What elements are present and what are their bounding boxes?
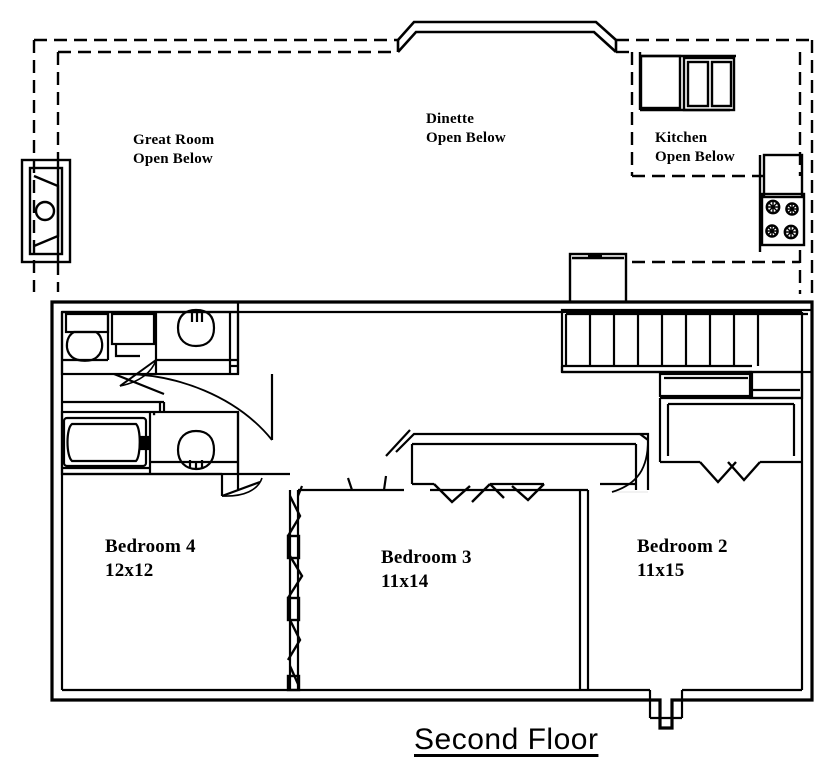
staircase [560,308,814,374]
room-label-bedroom-2: Bedroom 2 11x15 [637,535,728,584]
open-below-label-dinette: Dinette Open Below [426,110,506,148]
page-title: Second Floor [414,723,599,756]
open-below-outline [32,38,814,294]
interior-walls [60,302,802,690]
vanity-cabinet-icon [110,312,156,358]
cooktop-icon [758,153,806,252]
room-dimensions: 12x12 [105,560,154,582]
door-swings [113,359,649,498]
open-below-label-kitchen: Kitchen Open Below [655,129,735,167]
lavatory-basin-upper-icon [176,308,216,348]
room-label-bedroom-3: Bedroom 3 11x14 [381,546,472,595]
room-name: Bedroom 4 [105,536,196,557]
fireplace-icon [20,158,72,264]
room-dimensions: 11x14 [381,571,429,593]
soffit-box [568,252,628,304]
exterior-wall-outline [50,300,814,730]
room-name: Bedroom 3 [381,547,472,568]
room-label-bedroom-4: Bedroom 4 12x12 [105,535,196,584]
label-line-2: Open Below [133,151,213,168]
bay-window-bumpout [396,20,618,53]
label-line-2: Open Below [655,149,735,166]
bifold-closet-doors [286,461,761,692]
upper-hall-landing [658,370,804,400]
label-line-1: Great Room [133,132,215,148]
label-line-1: Dinette [426,111,475,127]
room-name: Bedroom 2 [637,536,728,557]
linen-closet-door [228,360,238,374]
kitchen-counter-group [638,52,736,112]
label-line-1: Kitchen [655,130,708,146]
bathtub-icon [62,416,150,468]
open-below-label-great-room: Great Room Open Below [133,131,214,169]
lavatory-basin-lower-icon [152,412,216,471]
room-dimensions: 11x15 [637,560,685,582]
toilet-icon [64,312,110,362]
window-marks [61,470,803,691]
label-line-2: Open Below [426,130,506,147]
